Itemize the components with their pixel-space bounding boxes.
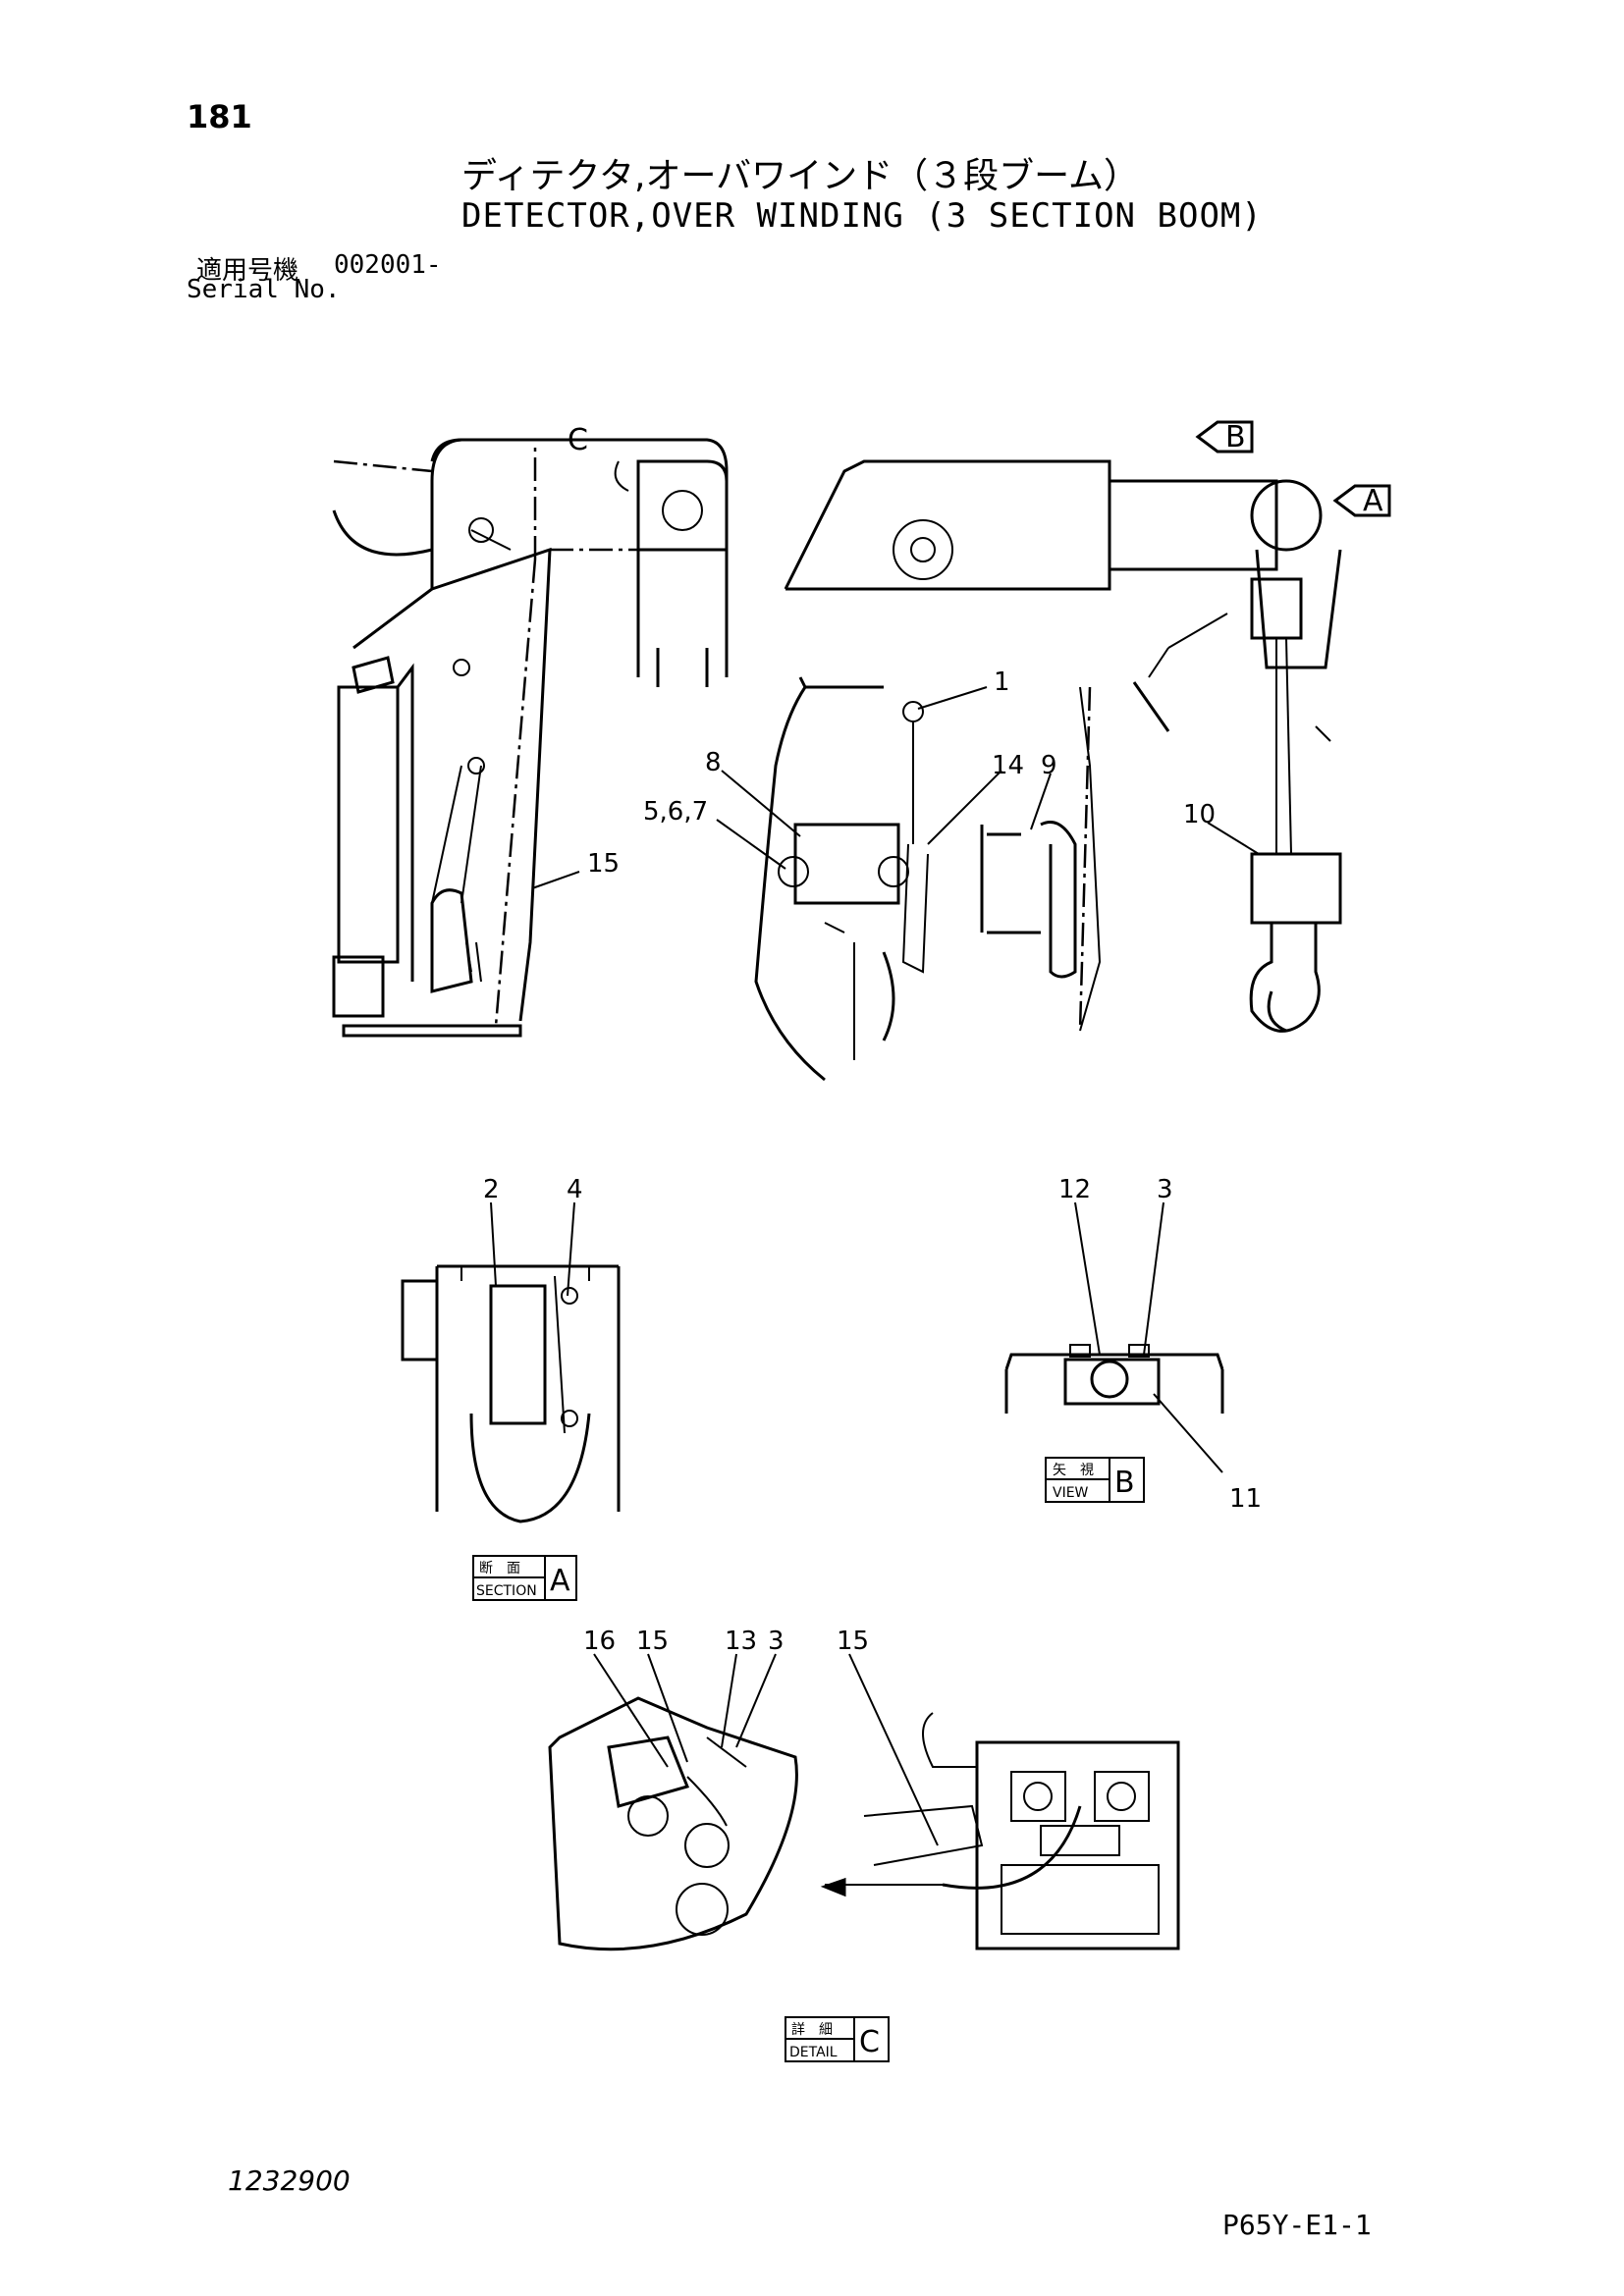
boom-base-side-view xyxy=(332,438,729,1038)
serial-label-english: Serial No. xyxy=(187,275,341,304)
callout-12: 12 xyxy=(1058,1175,1091,1204)
detail-c-left xyxy=(548,1696,798,1951)
section-a-label-en: SECTION xyxy=(476,1583,537,1599)
leader-lines xyxy=(490,686,1260,1846)
title-english: DETECTOR,OVER WINDING (3 SECTION BOOM) xyxy=(461,196,1263,236)
view-b-label-letter: B xyxy=(1114,1466,1135,1500)
callout-15-detail-left: 15 xyxy=(636,1627,669,1656)
view-b-arrow-letter: B xyxy=(1225,420,1246,454)
callout-numbers: 1 8 5,6,7 14 9 10 15 2 4 12 3 11 16 15 1… xyxy=(483,667,1262,1656)
detail-c-label-jp: 詳 細 xyxy=(791,2022,833,2038)
page-code: P65Y-E1-1 xyxy=(1222,2209,1372,2241)
detector-detail-view xyxy=(754,676,929,1082)
callout-8: 8 xyxy=(705,748,722,777)
detector-side-detail xyxy=(980,686,1102,1032)
boom-head-front-view xyxy=(550,459,729,687)
callout-15-upper: 15 xyxy=(587,849,620,879)
detail-c-right xyxy=(820,1712,1180,1950)
view-b-view xyxy=(1004,1344,1224,1414)
detail-c-marker: C xyxy=(430,423,707,462)
serial-label-japanese: 適用号機 xyxy=(196,256,299,286)
section-a-label-jp: 断 面 xyxy=(479,1561,520,1576)
callout-2: 2 xyxy=(483,1175,500,1204)
callout-3-detail: 3 xyxy=(768,1627,785,1656)
callout-14: 14 xyxy=(992,751,1024,780)
section-a-label-letter: A xyxy=(550,1564,570,1598)
document-number: 1232900 xyxy=(228,2164,351,2197)
title-japanese: ディテクタ,オーバワインド（３段ブーム） xyxy=(461,156,1140,196)
callout-5-6-7: 5,6,7 xyxy=(643,797,708,827)
callout-16: 16 xyxy=(583,1627,616,1656)
callout-4: 4 xyxy=(567,1175,583,1204)
view-a-arrow-letter: A xyxy=(1363,484,1383,518)
section-a-label: 断 面 SECTION A xyxy=(472,1555,577,1601)
callout-9: 9 xyxy=(1041,751,1057,780)
view-b-label: 矢 視 VIEW B xyxy=(1045,1457,1145,1503)
detail-c-marker-letter: C xyxy=(568,423,588,457)
section-a-view xyxy=(401,1264,621,1523)
view-b-arrow: B xyxy=(1195,420,1254,454)
boom-tip-hook-view xyxy=(784,459,1342,1033)
detail-c-label-letter: C xyxy=(859,2025,880,2059)
callout-3-view-b: 3 xyxy=(1157,1175,1173,1204)
view-a-arrow: A xyxy=(1332,484,1391,518)
callout-13: 13 xyxy=(725,1627,757,1656)
callout-10: 10 xyxy=(1183,800,1216,829)
section-a-cut-marker xyxy=(1132,613,1228,732)
callout-15-detail-right: 15 xyxy=(837,1627,869,1656)
view-b-label-en: VIEW xyxy=(1053,1485,1089,1501)
detail-c-label: 詳 細 DETAIL C xyxy=(785,2016,890,2062)
callout-1: 1 xyxy=(994,667,1010,697)
detail-c-label-en: DETAIL xyxy=(789,2045,838,2060)
callout-11: 11 xyxy=(1229,1484,1262,1514)
page-number: 181 xyxy=(187,98,252,135)
view-b-label-jp: 矢 視 xyxy=(1053,1463,1094,1478)
serial-value: 002001- xyxy=(334,250,442,280)
